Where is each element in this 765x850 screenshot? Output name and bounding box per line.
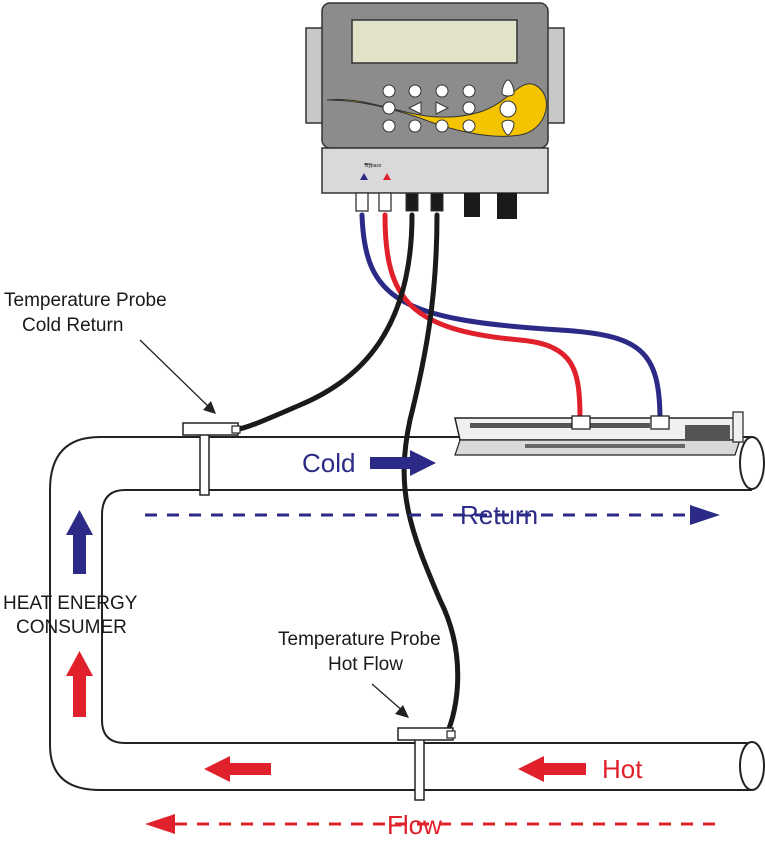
cold-probe-clamp (182, 422, 241, 496)
arrow-left-icon (204, 756, 271, 782)
triangle-up-icon (383, 173, 391, 180)
connector-port[interactable] (497, 193, 517, 219)
transducer-red (571, 415, 591, 430)
pipe (49, 436, 765, 791)
key-button[interactable] (382, 119, 396, 133)
probe-cold-label-line2: Cold Return (22, 315, 123, 336)
pipe-end-bottom (739, 741, 765, 791)
cable-red (382, 212, 583, 423)
flow-arrowhead (145, 814, 175, 834)
connector-blue-port[interactable] (355, 192, 369, 212)
return-arrowhead (690, 505, 720, 525)
transducer-rail (454, 411, 744, 456)
connector-probe-port[interactable] (430, 192, 444, 212)
hot-label: Hot (602, 754, 643, 784)
transducer-blue (650, 415, 670, 430)
flow-label: Flow (387, 810, 442, 840)
cables (232, 212, 663, 740)
connector-panel (321, 147, 549, 194)
triangle-up-icon (360, 173, 368, 180)
key-button[interactable] (382, 84, 396, 98)
connector-probe-port[interactable] (405, 192, 419, 212)
key-button[interactable] (382, 101, 396, 115)
key-button[interactable] (462, 119, 476, 133)
cold-label: Cold (302, 448, 355, 478)
key-enter-button[interactable] (499, 100, 517, 118)
probe-cold-label-line1: Temperature Probe (4, 290, 167, 311)
callout-line-cold-probe (139, 339, 213, 411)
return-label: Return (460, 500, 538, 530)
key-button[interactable] (408, 119, 422, 133)
connector-red-port[interactable] (378, 192, 392, 212)
consumer-label-line2: CONSUMER (16, 617, 127, 638)
arrow-right-icon (370, 450, 436, 476)
callout-line-hot-probe (371, 683, 405, 713)
pipe-end-top (739, 436, 765, 490)
consumer-label-line1: HEAT ENERGY (3, 593, 138, 614)
key-right-button[interactable] (435, 101, 450, 115)
rail-clamp-block (685, 425, 730, 441)
key-button[interactable] (408, 84, 422, 98)
key-button[interactable] (435, 119, 449, 133)
meter-swoosh (326, 83, 547, 137)
probe-hot-label-line1: Temperature Probe (278, 629, 441, 650)
cable-black-hot-probe (401, 212, 461, 740)
connector-port[interactable] (464, 193, 480, 217)
key-left-button[interactable] (407, 101, 422, 115)
probe-hot-label-line2: Hot Flow (328, 654, 403, 675)
flow-meter-unit: Bypass (305, 2, 565, 219)
panel-mark: Bypass (365, 163, 382, 169)
key-button[interactable] (462, 101, 476, 115)
cable-blue (359, 212, 663, 423)
arrow-left-icon (518, 756, 586, 782)
cable-black-cold-probe (232, 212, 415, 433)
arrow-up-icon (66, 510, 93, 574)
key-up-button[interactable] (501, 79, 515, 97)
meter-keypad (382, 79, 517, 136)
key-button[interactable] (435, 84, 449, 98)
hot-probe-clamp (397, 727, 456, 801)
meter-display (351, 19, 518, 64)
key-down-button[interactable] (501, 119, 515, 136)
arrow-up-icon (66, 651, 93, 717)
key-button[interactable] (462, 84, 476, 98)
